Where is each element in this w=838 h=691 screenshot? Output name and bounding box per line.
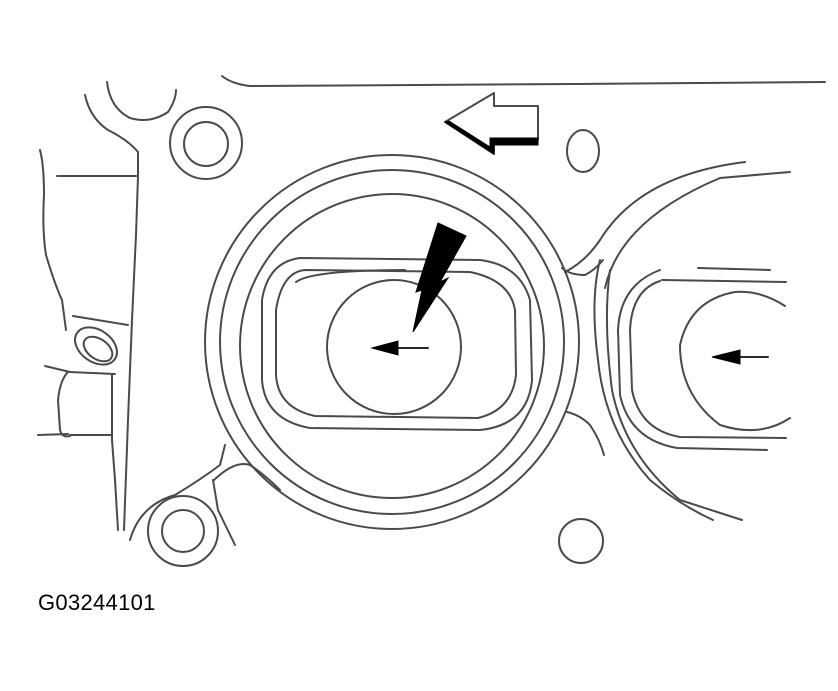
bottom-right-dowel-hole (558, 518, 604, 564)
left-side-bracket (37, 81, 177, 531)
figure-id-label: G03244101 (38, 590, 156, 615)
casting-top-edge (221, 75, 826, 87)
direction-arrow-icon (443, 92, 539, 155)
bottom-left-bolt-hole (147, 495, 219, 567)
top-left-bolt-hole (169, 106, 243, 180)
center-bore-arrow-icon (370, 340, 429, 356)
casting-lower-web (129, 259, 605, 546)
indicator-arrow-icon (412, 222, 467, 333)
top-right-dowel-hole (566, 129, 600, 173)
right-bore-arrow-icon (711, 349, 769, 365)
right-bore (564, 161, 791, 521)
center-bore (204, 154, 580, 530)
